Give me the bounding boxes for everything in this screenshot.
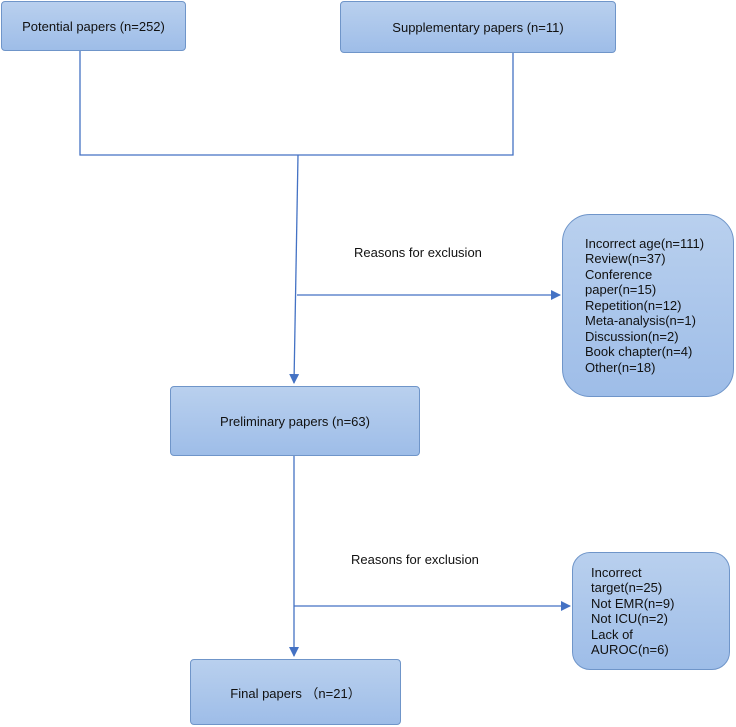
supplementary-papers-label: Supplementary papers (n=11) xyxy=(392,19,564,35)
supplementary-papers-box: Supplementary papers (n=11) xyxy=(340,1,616,53)
exclusion-item: Book chapter(n=4) xyxy=(585,344,693,360)
exclusion-reasons-box-1: Incorrect age(n=111) Review(n=37) Confer… xyxy=(562,214,734,397)
exclusion-item: Review(n=37) xyxy=(585,251,666,267)
connector-potential xyxy=(79,50,298,156)
potential-papers-label: Potential papers (n=252) xyxy=(22,18,165,34)
exclusion-item: Lack of xyxy=(591,626,633,642)
preliminary-papers-box: Preliminary papers (n=63) xyxy=(170,386,420,456)
exclusion-item: Discussion(n=2) xyxy=(585,328,679,344)
exclusion-item: Conference xyxy=(585,266,653,282)
connector-supplementary xyxy=(298,52,514,156)
exclusion-item: target(n=25) xyxy=(591,580,663,595)
exclusion-item: Repetition(n=12) xyxy=(585,297,682,313)
exclusion-item: paper(n=15) xyxy=(585,282,657,298)
exclusion-item: Other(n=18) xyxy=(585,359,656,375)
exclusion-reason-label-2: Reasons for exclusion xyxy=(351,552,479,567)
arrow-to-preliminary xyxy=(289,154,300,384)
preliminary-papers-label: Preliminary papers (n=63) xyxy=(220,413,370,429)
exclusion-item: Not ICU(n=2) xyxy=(591,611,668,626)
exclusion-item: Not EMR(n=9) xyxy=(591,595,675,611)
final-papers-box: Final papers （n=21） xyxy=(190,659,401,725)
exclusion-item: AUROC(n=6) xyxy=(591,642,669,657)
exclusion-reasons-box-2: Incorrect target(n=25) Not EMR(n=9) Not … xyxy=(572,552,730,670)
final-papers-label: Final papers （n=21） xyxy=(230,685,361,701)
exclusion-item: Meta-analysis(n=1) xyxy=(585,313,696,329)
potential-papers-box: Potential papers (n=252) xyxy=(1,1,186,51)
exclusion-reason-label-1: Reasons for exclusion xyxy=(354,245,482,260)
exclusion-item: Incorrect xyxy=(591,564,642,580)
exclusion-item: Incorrect age(n=111) xyxy=(585,235,705,251)
